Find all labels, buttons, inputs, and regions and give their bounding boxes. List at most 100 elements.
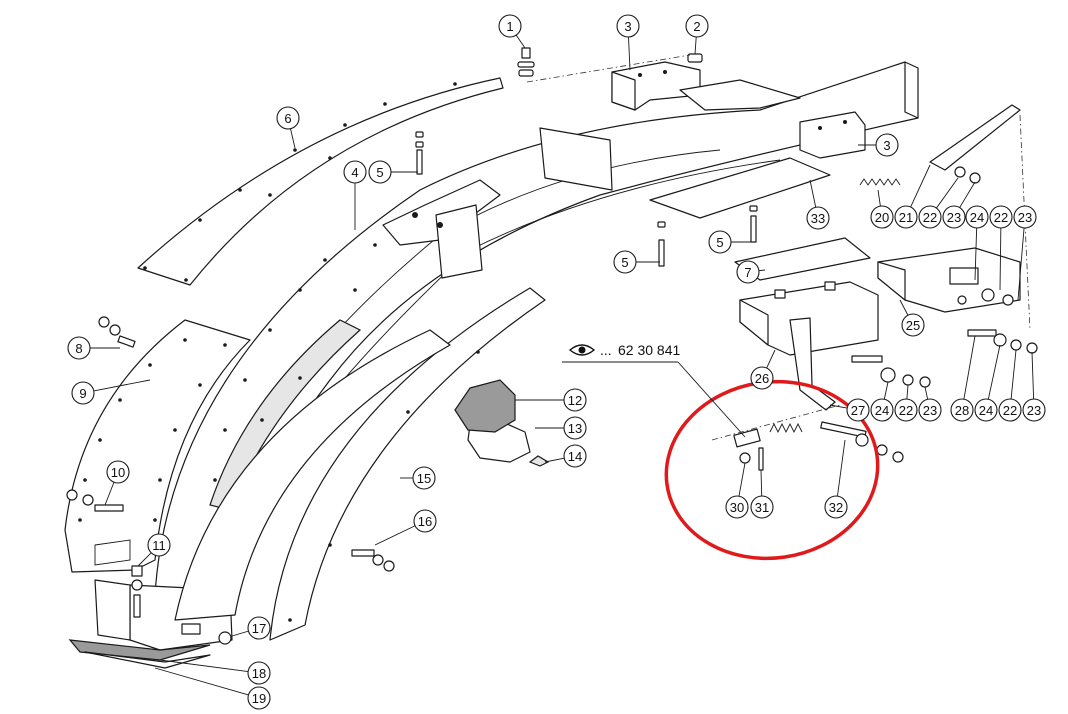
- callout-number: 17: [252, 621, 266, 636]
- callout-rod: 21: [894, 164, 931, 229]
- callout-circle: [950, 398, 974, 422]
- callout-number: 7: [744, 265, 751, 280]
- bolt: [517, 47, 535, 77]
- callout-leader: [829, 404, 848, 409]
- callout-leader: [963, 335, 976, 400]
- callout-circle: [276, 106, 300, 130]
- callout-leader: [959, 181, 976, 208]
- callout-number: 22: [994, 210, 1008, 225]
- callout-circle: [1022, 398, 1046, 422]
- callout-number: 24: [970, 210, 984, 225]
- callout-fitting: 17: [231, 616, 271, 640]
- callout-number: 23: [947, 210, 961, 225]
- callout-circle: [989, 205, 1013, 229]
- callout-leader: [93, 379, 151, 392]
- callout-washer-detail: 30: [725, 462, 749, 519]
- callout-number: 14: [568, 449, 582, 464]
- callout-number: 18: [252, 666, 266, 681]
- callout-washer-c: 22: [894, 384, 918, 422]
- callout-circle: [413, 509, 437, 533]
- callout-circle: [147, 533, 171, 557]
- callout-bolt-shield: 16: [374, 509, 437, 546]
- callout-number: 10: [111, 465, 125, 480]
- callout-spacer-a: 24: [965, 205, 989, 281]
- reference-prefix: ...: [600, 342, 612, 358]
- callout-circle: [736, 260, 760, 284]
- callout-circle: [708, 230, 732, 254]
- callout-circle: [247, 616, 271, 640]
- arm: [789, 317, 836, 411]
- callout-leader: [877, 189, 881, 207]
- callout-bolt-left: 8: [67, 336, 120, 360]
- callout-leader: [738, 462, 746, 497]
- callout-spring: 20: [870, 189, 894, 229]
- callout-washer-d: 22: [998, 349, 1022, 422]
- callout-leader: [809, 179, 817, 208]
- callout-circle: [974, 398, 998, 422]
- callout-circle: [106, 460, 130, 484]
- callout-nut: 2: [685, 14, 709, 55]
- callout-octagon-cover: 12: [515, 388, 587, 412]
- callout-plate: 7: [736, 260, 766, 284]
- arc-strip: [137, 77, 504, 286]
- callout-leader: [374, 525, 416, 546]
- callout-number: 4: [351, 165, 358, 180]
- callout-bracket-top: 3: [616, 14, 640, 71]
- callout-leader: [231, 630, 249, 637]
- callout-circle: [894, 205, 918, 229]
- callout-number: 3: [883, 138, 890, 153]
- callout-number: 24: [875, 403, 889, 418]
- drawing: [64, 47, 1038, 669]
- callout-outer-shield: 15: [400, 466, 436, 490]
- callout-circle: [613, 250, 637, 274]
- callout-number: 5: [621, 255, 628, 270]
- callout-washer-b: 22: [989, 205, 1013, 291]
- callout-bolt-housing: 28: [950, 335, 976, 422]
- callout-leader: [154, 667, 249, 696]
- callout-circle: [806, 206, 830, 230]
- bracket-top: [611, 61, 701, 111]
- callout-circle: [824, 495, 848, 519]
- callout-leader: [760, 469, 763, 497]
- callout-leader: [628, 36, 631, 71]
- callout-circle: [918, 205, 942, 229]
- callout-leader: [694, 36, 697, 55]
- callout-circle: [750, 495, 774, 519]
- callout-number: 1: [506, 19, 513, 34]
- callout-circle: [616, 14, 640, 38]
- callout-number: 2: [693, 19, 700, 34]
- callout-number: 21: [899, 210, 913, 225]
- callout-circle: [725, 495, 749, 519]
- callout-leader: [924, 386, 929, 400]
- highlight-ellipse: [664, 379, 880, 561]
- callout-nut-d: 23: [1022, 351, 1046, 422]
- callout-leader: [837, 439, 846, 497]
- callout-number: 22: [899, 403, 913, 418]
- callout-nut-c: 23: [918, 386, 942, 422]
- callout-circle: [412, 466, 436, 490]
- callout-number: 23: [1018, 210, 1032, 225]
- callout-number: 8: [75, 341, 82, 356]
- callout-bolt-detail: 32: [824, 439, 848, 519]
- callout-leader: [1031, 351, 1035, 400]
- spring: [859, 178, 901, 186]
- callout-circle: [894, 398, 918, 422]
- callout-bracket-right: 3: [858, 133, 899, 157]
- callout-number: 3: [624, 19, 631, 34]
- callout-leader: [515, 34, 526, 49]
- callout-number: 24: [979, 403, 993, 418]
- callout-leader: [936, 177, 959, 209]
- callout-leader: [159, 659, 249, 673]
- callout-circle: [563, 444, 587, 468]
- octagon-group: [454, 379, 550, 467]
- callout-screw-a: 5: [368, 160, 418, 184]
- callout-main-beam: 4: [343, 160, 367, 230]
- callout-leader: [910, 164, 931, 208]
- callout-circle: [563, 388, 587, 412]
- nut: [687, 53, 703, 63]
- callout-number: 5: [376, 165, 383, 180]
- callout-number: 33: [811, 211, 825, 226]
- callout-leader: [104, 482, 115, 506]
- callout-washer-a: 22: [918, 177, 959, 229]
